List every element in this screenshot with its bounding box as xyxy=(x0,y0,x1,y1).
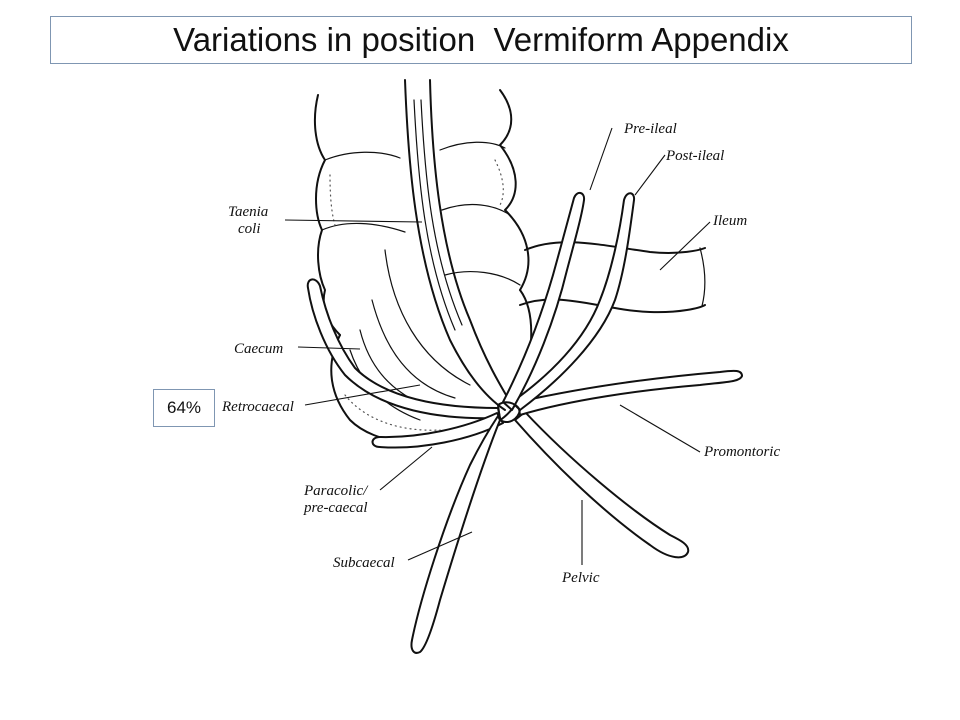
appendix-pre-ileal xyxy=(502,192,586,411)
ascending-colon xyxy=(313,89,530,336)
appendix-pelvic xyxy=(514,411,690,559)
leader-subcaecal xyxy=(407,531,473,561)
taenia-coli-band xyxy=(404,79,513,411)
slide-title: Variations in position Vermiform Appendi… xyxy=(173,21,789,58)
label-retrocaecal: Retrocaecal xyxy=(221,399,294,415)
label-taenia-line2: coli xyxy=(238,221,261,237)
leader-ileum xyxy=(659,221,711,271)
labels: Taenia coli Caecum Retrocaecal Paracolic… xyxy=(221,121,780,586)
leader-promontoric xyxy=(619,404,701,453)
appendix-variants xyxy=(306,192,743,654)
label-pre-ileal: Pre-ileal xyxy=(623,121,677,137)
leader-caecum xyxy=(297,346,361,350)
leader-pre-ileal xyxy=(589,127,613,191)
label-ileum: Ileum xyxy=(712,213,747,229)
label-subcaecal: Subcaecal xyxy=(333,555,395,571)
leader-retrocaecal xyxy=(304,384,421,406)
appendix-subcaecal xyxy=(410,415,501,654)
label-taenia-line1: Taenia xyxy=(228,204,268,220)
label-pelvic: Pelvic xyxy=(561,570,600,586)
title-box: Variations in position Vermiform Appendi… xyxy=(50,16,912,64)
retrocaecal-percentage-box: 64% xyxy=(153,389,215,427)
leader-paracolic xyxy=(379,446,433,491)
leader-lines xyxy=(284,127,711,565)
label-promontoric: Promontoric xyxy=(703,444,780,460)
appendix-paracolic xyxy=(371,412,504,449)
label-paracolic-line2: pre-caecal xyxy=(303,500,368,516)
leader-taenia xyxy=(284,219,423,223)
label-post-ileal: Post-ileal xyxy=(665,148,724,164)
appendix-post-ileal xyxy=(511,192,636,411)
label-caecum: Caecum xyxy=(234,341,283,357)
leader-post-ileal xyxy=(634,154,666,196)
appendix-promontoric xyxy=(517,369,743,416)
label-paracolic-line1: Paracolic/ xyxy=(303,483,369,499)
